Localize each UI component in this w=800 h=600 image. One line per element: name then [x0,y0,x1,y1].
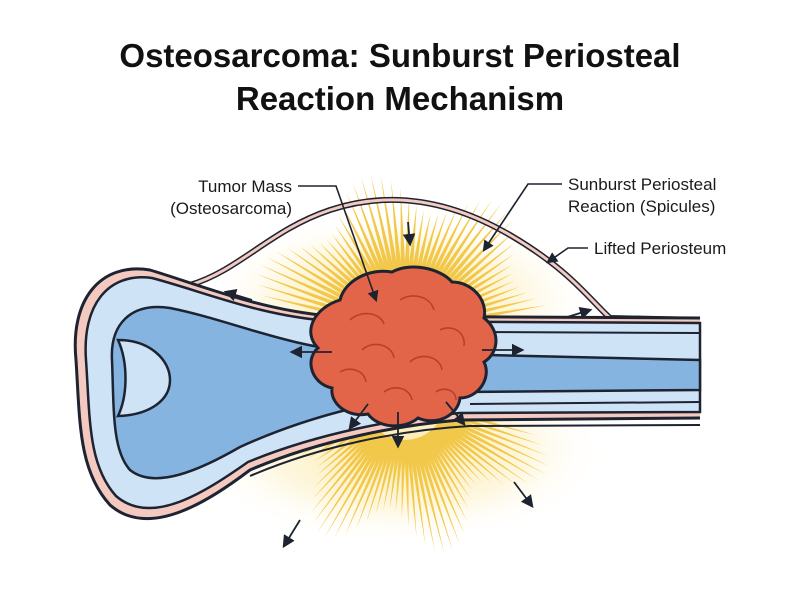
lower-periosteum [249,424,701,477]
title-line-1: Osteosarcoma: Sunburst Periosteal [119,37,681,74]
lower-spicule [435,422,516,485]
lower-spicule [433,424,503,484]
lower-spicule [430,427,483,483]
lower-spicule [311,429,382,513]
label-lifted-periosteum: Lifted Periosteum [594,239,726,258]
arrow-top-center [402,221,416,247]
lower-spicule [436,420,529,484]
upper-spicule [400,187,406,271]
upper-spicule [346,192,384,276]
lower-spicule [383,438,400,511]
lower-spicule [366,437,396,522]
lower-spicule [426,430,472,490]
upper-spicule [299,245,360,295]
upper-spicule [445,218,514,289]
lower-spicule [441,412,549,457]
lower-spicule [317,432,385,533]
lower-spicule [439,416,547,475]
lower-spicule [423,433,469,510]
upper-spicule [415,212,431,272]
upper-spicule [259,264,352,308]
lower-spicule [428,429,476,485]
lower-spicule [440,414,550,467]
lower-spicule [401,439,407,519]
upper-spicule [256,273,350,312]
lower-spicule [408,439,426,547]
arrow-far-lower-left [282,519,301,549]
upper-spicule [287,247,358,298]
upper-spicule [447,230,516,292]
arrow-down-right [445,401,466,426]
lower-spicule [316,424,377,477]
title-line-2: Reaction Mechanism [235,80,565,117]
upper-spicule [319,242,365,289]
arrow-far-lower-right [513,481,534,509]
lower-spicule [355,436,394,530]
lower-spicule [432,425,492,483]
diagram-title: Osteosarcoma: Sunburst Periosteal Reacti… [0,34,800,120]
lower-spicule [419,435,465,535]
lower-spicule [425,432,470,498]
upper-spicule [450,242,516,295]
lower-spicule [405,439,417,538]
lower-spicule [410,438,436,553]
growth-arrows [223,221,593,549]
arrow-down-left [348,403,369,431]
upper-spicule [331,233,371,284]
label-tumor-line-2: (Osteosarcoma) [170,199,292,218]
label-sunburst-line-1: Sunburst Periosteal [568,175,716,194]
lower-spicule [333,434,389,539]
lower-spicule [438,418,540,481]
cortex-inner-line-bottom [469,401,701,405]
upper-spicule [310,244,363,292]
lower-spicule [312,427,380,500]
upper-spicule [422,210,448,275]
lower-spicule [389,439,402,509]
upper-spicule [404,196,410,271]
cortex-inner-line-top [469,331,701,334]
tumor-mass [309,265,498,428]
upper-spicule [391,180,402,271]
upper-spicule [352,183,388,275]
upper-spicule [411,209,424,272]
label-sunburst-line-2: Reaction (Spicules) [568,197,715,216]
upper-spicule [275,251,355,301]
lower-spicule [344,435,391,536]
lifted-periosteum-fill [189,198,701,322]
lower-spicule [375,438,398,515]
lower-spicule [412,438,445,555]
lower-spicule [324,433,387,538]
upper-spicule [419,212,439,273]
leader-lines [298,183,588,303]
upper-spicule [266,256,354,305]
leader-tumor [298,185,379,303]
arrow-upper-right [563,306,593,319]
upper-spicule [429,202,470,278]
lower-spicule [414,437,454,552]
leader-periosteum [546,247,588,264]
leader-sunburst [482,183,562,252]
lower-spicule [421,434,468,522]
upper-spicule [341,203,381,278]
lower-spicule [416,436,460,545]
upper-spicule [426,206,458,276]
lower-spicule [312,430,384,524]
lower-spicule [395,439,405,512]
epiphysis-notch [115,338,172,418]
upper-spicule [326,239,368,287]
upper-spicule [433,199,481,280]
label-tumor-line-1: Tumor Mass [198,177,292,196]
tumor-texture [339,295,465,401]
arrow-upper-left [223,288,253,301]
